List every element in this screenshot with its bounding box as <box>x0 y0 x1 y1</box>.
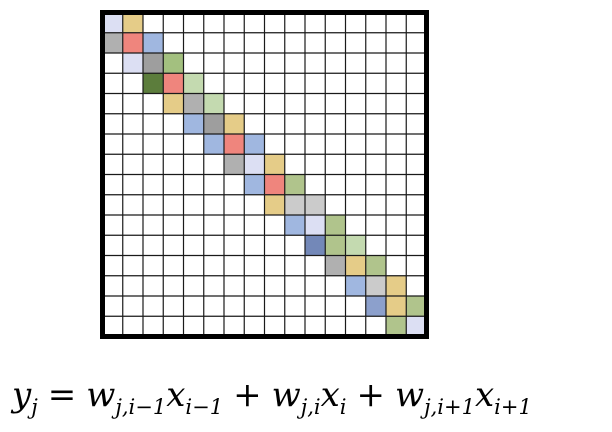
equation-x2: x <box>321 375 340 415</box>
matrix-cells <box>102 12 427 337</box>
band-cell <box>244 154 265 175</box>
band-cell <box>224 113 245 134</box>
equation-x1-subscript: i−1 <box>185 395 223 419</box>
band-cell <box>284 174 305 195</box>
band-cell <box>143 32 164 53</box>
band-cell <box>365 255 386 276</box>
band-cell <box>386 275 407 296</box>
band-cell <box>386 296 407 317</box>
svg-text:yj=wj,i−1xi−1+wj,ixi+wj,i+1xi+: yj=wj,i−1xi−1+wj,ixi+wj,i+1xi+1 <box>10 375 532 419</box>
band-cell <box>143 73 164 94</box>
band-cell <box>386 316 407 337</box>
band-cell <box>183 73 204 94</box>
equation-plus-2: + <box>357 375 386 415</box>
equation-x2-subscript: i <box>340 395 347 419</box>
band-cell <box>345 275 366 296</box>
equation-w2-subscript: j,i <box>297 395 321 419</box>
band-cell <box>264 174 285 195</box>
band-cell <box>224 134 245 155</box>
equation-x3: x <box>475 375 494 415</box>
equation-w1: w <box>86 375 115 415</box>
band-cell <box>305 194 326 215</box>
band-cell <box>203 134 224 155</box>
band-cell <box>264 194 285 215</box>
matrix-grid <box>102 12 427 337</box>
band-cell <box>183 93 204 114</box>
band-cell <box>203 113 224 134</box>
band-cell <box>325 255 346 276</box>
band-cell <box>244 134 265 155</box>
band-cell <box>406 296 427 317</box>
equation-y: y <box>10 375 32 415</box>
matrix-border <box>100 10 429 339</box>
equation-x1: x <box>166 375 185 415</box>
band-cell <box>305 215 326 236</box>
equation-w1-subscript: j,i−1 <box>111 395 166 419</box>
band-cell <box>163 73 184 94</box>
band-cell <box>122 53 143 74</box>
band-cell <box>163 93 184 114</box>
band-cell <box>163 53 184 74</box>
band-cell <box>365 296 386 317</box>
band-cell <box>325 215 346 236</box>
band-cell <box>143 53 164 74</box>
band-cell <box>345 255 366 276</box>
band-cell <box>183 113 204 134</box>
banded-matrix <box>100 10 429 339</box>
band-cell <box>102 32 123 53</box>
band-cell <box>203 93 224 114</box>
equation-equals: = <box>48 375 77 415</box>
band-cell <box>284 215 305 236</box>
band-cell <box>284 194 305 215</box>
equation-w3: w <box>395 375 424 415</box>
band-cell <box>122 12 143 33</box>
band-cell <box>345 235 366 256</box>
band-cell <box>305 235 326 256</box>
band-cell <box>122 32 143 53</box>
equation-w2: w <box>272 375 301 415</box>
band-cell <box>365 275 386 296</box>
equation-w3-subscript: j,i+1 <box>420 395 475 419</box>
equation-y-subscript: j <box>27 395 38 419</box>
band-cell <box>224 154 245 175</box>
equation: yj=wj,i−1xi−1+wj,ixi+wj,i+1xi+1 <box>10 375 532 419</box>
band-cell <box>264 154 285 175</box>
band-cell <box>244 174 265 195</box>
band-cell <box>325 235 346 256</box>
band-cell <box>102 12 123 33</box>
equation-plus-1: + <box>233 375 262 415</box>
equation-x3-subscript: i+1 <box>494 395 532 419</box>
band-cell <box>406 316 427 337</box>
